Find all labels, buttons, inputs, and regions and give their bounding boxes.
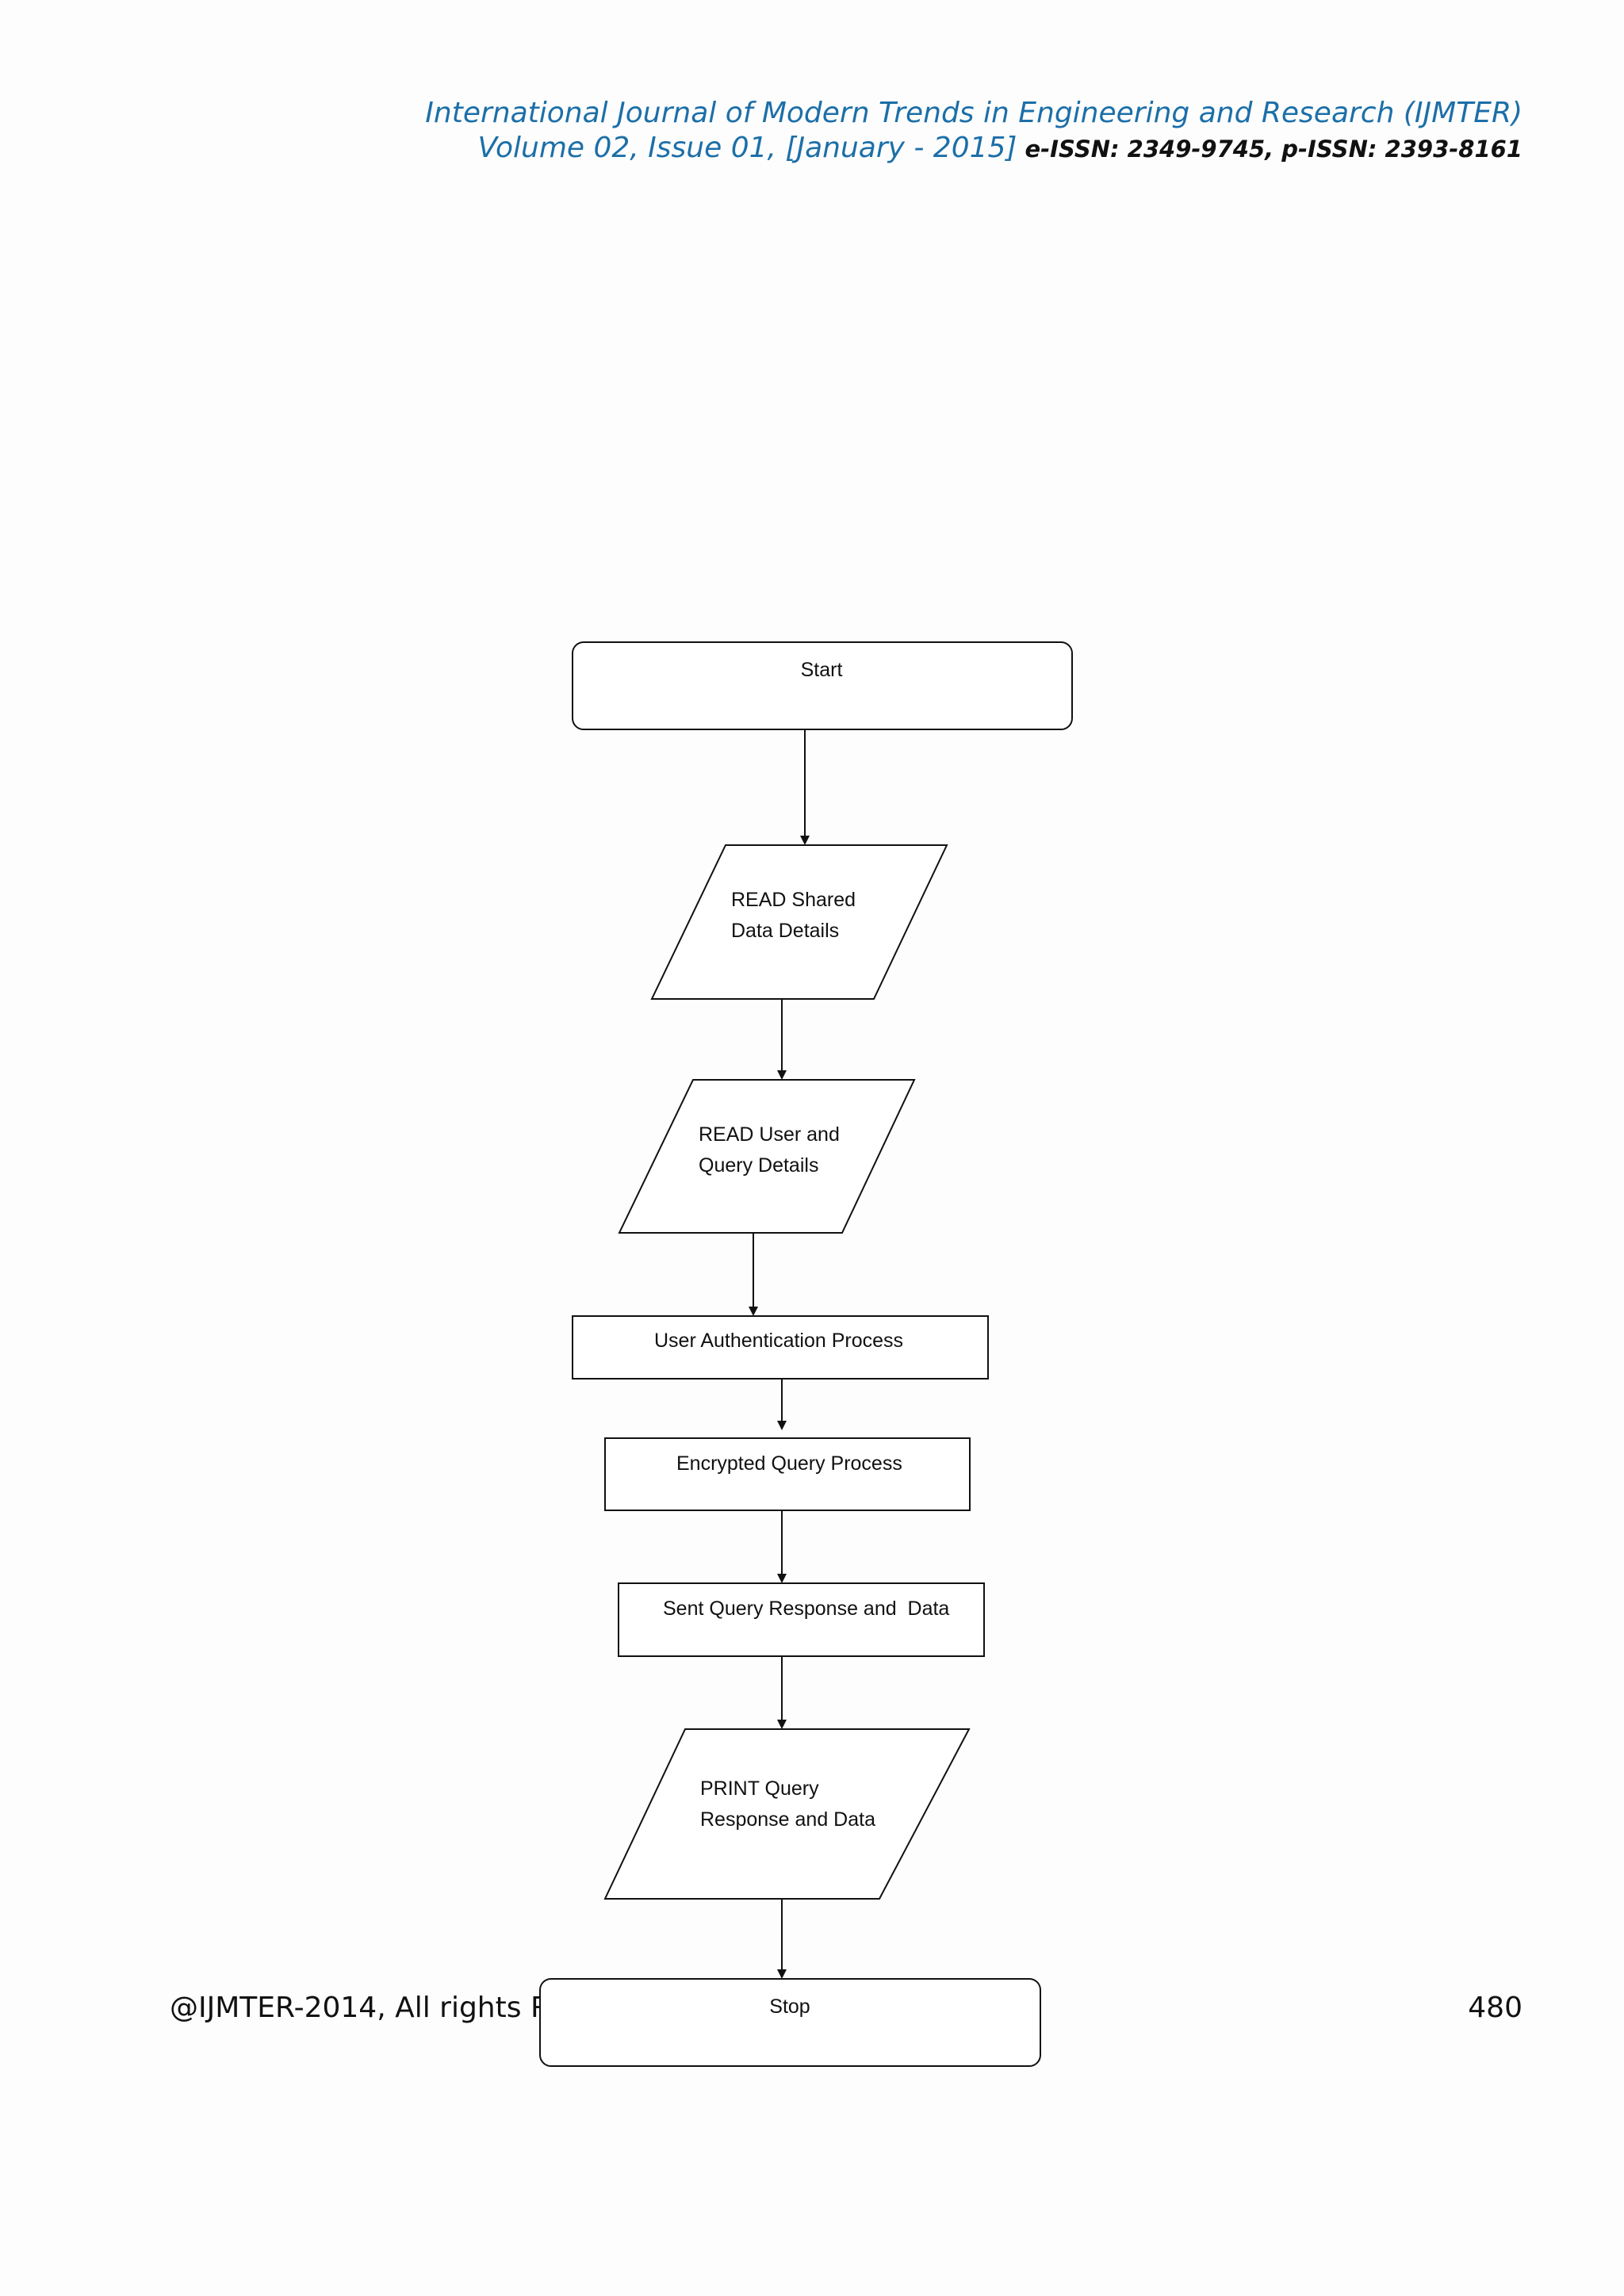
encrypted-query-process — [604, 1437, 971, 1511]
read-shared-data-io — [650, 844, 948, 1000]
page-number: 480 — [1468, 1992, 1522, 2024]
read-user-label-2: Query Details — [699, 1154, 818, 1177]
user-auth-label: User Authentication Process — [654, 1330, 903, 1352]
issn: e-ISSN: 2349-9745, p-ISSN: 2393-8161 — [1025, 136, 1522, 163]
read-shared-label-2: Data Details — [731, 920, 839, 942]
user-authentication-process — [572, 1315, 989, 1380]
volume-issue-line: Volume 02, Issue 01, [January - 2015] e-I… — [477, 132, 1522, 164]
journal-title: International Journal of Modern Trends i… — [425, 97, 1522, 129]
print-label-2: Response and Data — [700, 1808, 875, 1831]
sent-response-label: Sent Query Response and Data — [663, 1598, 949, 1620]
start-label: Start — [801, 659, 843, 681]
encrypted-query-label: Encrypted Query Process — [676, 1452, 902, 1475]
read-user-query-io — [618, 1079, 916, 1234]
stop-terminator — [539, 1978, 1041, 2067]
stop-label: Stop — [769, 1996, 810, 2018]
read-user-label-1: READ User and — [699, 1123, 840, 1146]
sent-query-response-process — [618, 1582, 985, 1657]
print-label-1: PRINT Query — [700, 1777, 819, 1800]
read-shared-label-1: READ Shared — [731, 889, 856, 911]
volume-issue: Volume 02, Issue 01, [January - 2015] — [477, 132, 1017, 164]
start-terminator — [572, 641, 1073, 730]
print-query-response-io — [603, 1728, 971, 1900]
